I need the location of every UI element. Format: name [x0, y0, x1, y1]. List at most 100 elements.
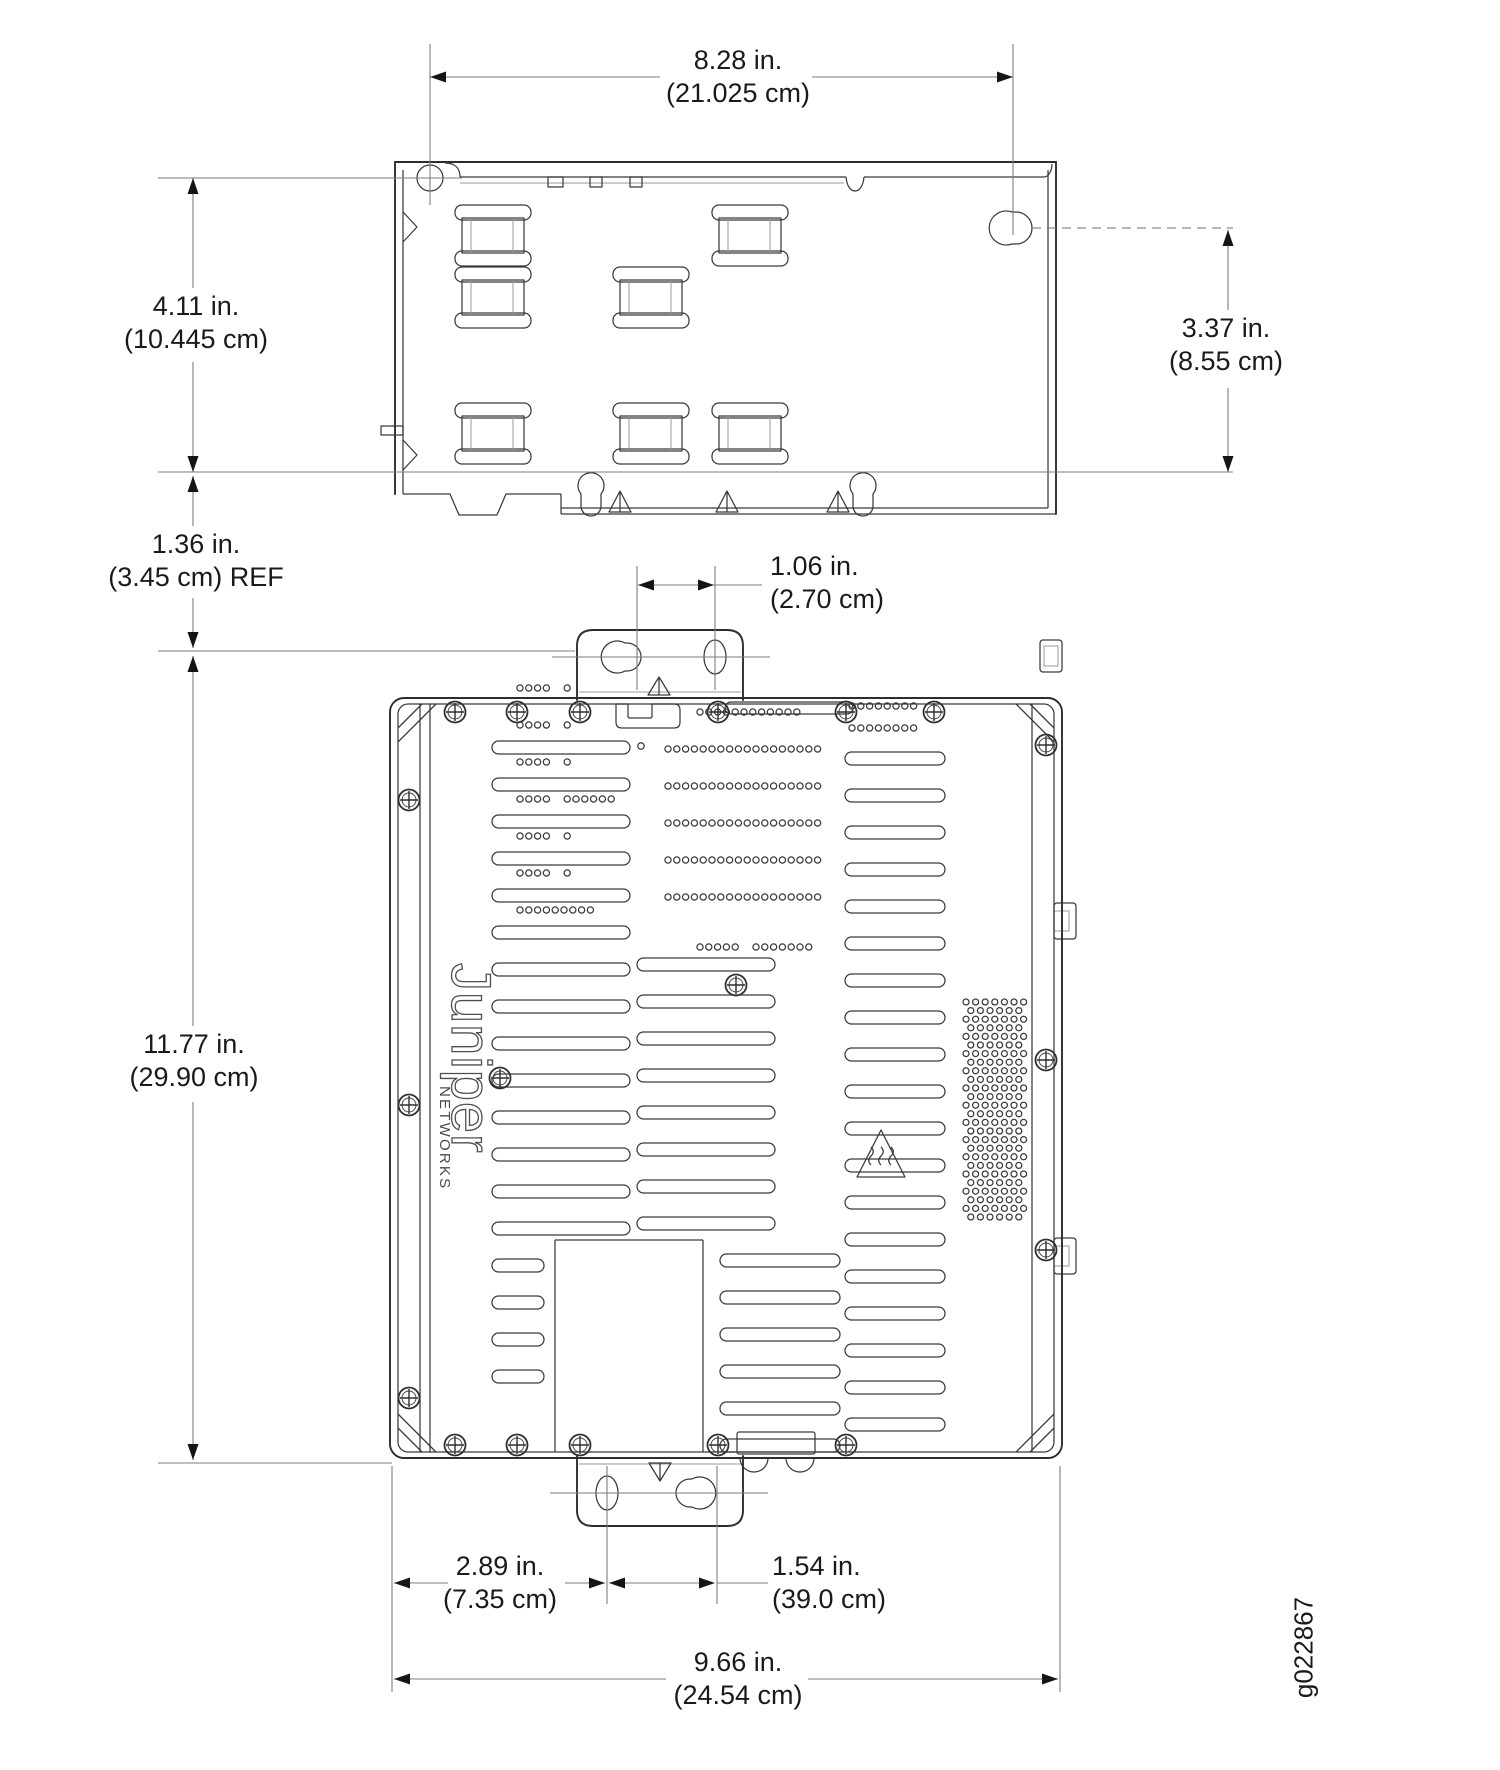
- perforation-dot: [981, 1049, 989, 1058]
- dim-value-in: 3.37 in.: [1181, 313, 1271, 343]
- dim-value-cm: (21.025 cm): [665, 78, 811, 108]
- bottom-mounting-tab: [550, 1455, 768, 1527]
- perforation-dot: [971, 1170, 980, 1178]
- perforation-dot: [1010, 1015, 1018, 1023]
- perforation-dot: [976, 1075, 985, 1084]
- perforation-dot: [967, 1024, 975, 1032]
- perforation-dot: [995, 1024, 1004, 1032]
- perforation-dot: [967, 1178, 975, 1187]
- perforation-dot: [962, 998, 970, 1006]
- screw-icon: [1034, 1238, 1058, 1262]
- dim-tab-hole-spacing-label: 1.06 in. (2.70 cm): [770, 550, 990, 616]
- perforation-dot: [995, 1092, 1004, 1101]
- perforation-dot: [981, 1118, 989, 1127]
- dim-value-in: 2.89 in.: [455, 1551, 545, 1581]
- screw-icon: [922, 700, 946, 724]
- dim-value-in: 11.77 in.: [143, 1029, 245, 1059]
- screw-icon: [397, 788, 421, 812]
- perforation-dot: [962, 1135, 970, 1144]
- juniper-logo: Juniper: [440, 963, 503, 1154]
- perforation-dot: [986, 1006, 994, 1015]
- keyhole-icon: [577, 472, 605, 517]
- perforation-dot: [1015, 1127, 1023, 1135]
- perforation-dot: [1010, 1032, 1018, 1041]
- perforation-dot: [1000, 1118, 1009, 1127]
- keyhole-icon: [675, 1476, 717, 1510]
- perforation-dot: [971, 1015, 980, 1023]
- perforation-dot: [1015, 1161, 1023, 1170]
- perforation-dot: [1005, 1161, 1013, 1170]
- perforation-dot: [1019, 1084, 1028, 1092]
- perforation-dot: [967, 1006, 975, 1015]
- perforation-dot: [1000, 1101, 1009, 1109]
- perforation-dot: [995, 1196, 1004, 1204]
- perforation-dot: [991, 1135, 999, 1144]
- keyhole-icon: [600, 640, 642, 674]
- top-view: [380, 161, 1057, 517]
- perforation-dot: [962, 1067, 970, 1075]
- perforation-dot: [1015, 1213, 1023, 1221]
- dim-top-width-label: 8.28 in. (21.025 cm): [628, 44, 848, 110]
- perforation-dot: [986, 1161, 994, 1170]
- perforation-dot: [976, 1127, 985, 1135]
- perforation-dot: [1010, 998, 1018, 1006]
- perforation-dot: [995, 1213, 1004, 1221]
- perforation-dot: [1000, 1067, 1009, 1075]
- perforation-dot: [1005, 1196, 1013, 1204]
- screw-icon: [397, 1093, 421, 1117]
- perforation-dot: [991, 1084, 999, 1092]
- dim-body-height-label: 11.77 in. (29.90 cm): [84, 1028, 304, 1094]
- perforation-dot: [962, 1187, 970, 1195]
- perforation-dot: [1005, 1127, 1013, 1135]
- perforation-dot: [976, 1144, 985, 1152]
- perforation-dot: [986, 1144, 994, 1152]
- perforation-dot: [1005, 1144, 1013, 1152]
- perforation-dot: [976, 1006, 985, 1015]
- perforation-dot: [1005, 1213, 1013, 1221]
- perforation-dot: [1005, 1075, 1013, 1084]
- perforation-dot: [967, 1092, 975, 1101]
- perforation-dot: [1015, 1144, 1023, 1152]
- perforation-dot: [995, 1127, 1004, 1135]
- perforation-dot: [971, 1032, 980, 1041]
- screw-icon: [1034, 733, 1058, 757]
- dim-gap-ref-label: 1.36 in. (3.45 cm) REF: [86, 528, 306, 594]
- perforation-dot: [967, 1041, 975, 1049]
- screw-icon: [505, 1433, 529, 1457]
- keyhole-icon: [988, 210, 1033, 246]
- perforation-dot: [1019, 998, 1028, 1006]
- perforation-dot: [986, 1196, 994, 1204]
- screw-icon: [505, 700, 529, 724]
- perforation-dot: [991, 1032, 999, 1041]
- perforation-dot: [962, 1170, 970, 1178]
- perforation-dot: [995, 1178, 1004, 1187]
- screw-icon: [443, 1433, 467, 1457]
- perforation-dot: [976, 1161, 985, 1170]
- perforation-dot: [991, 1101, 999, 1109]
- perforation-dot: [1019, 1170, 1028, 1178]
- perforation-dot: [976, 1024, 985, 1032]
- perforation-dot: [1019, 1153, 1028, 1161]
- perforation-dot: [976, 1058, 985, 1066]
- perforation-dot: [991, 1118, 999, 1127]
- perforation-dot: [991, 1170, 999, 1178]
- dim-value-in: 1.06 in.: [770, 551, 859, 581]
- perforation-dot: [971, 1187, 980, 1195]
- perforation-dot: [1000, 1032, 1009, 1041]
- dim-bottom-left-offset-label: 2.89 in. (7.35 cm): [390, 1550, 610, 1616]
- perforation-dot: [971, 1118, 980, 1127]
- dim-value-cm: (24.54 cm): [673, 1680, 803, 1710]
- dim-value-cm: (7.35 cm): [442, 1584, 558, 1614]
- perforation-dot: [967, 1196, 975, 1204]
- perforation-dot: [991, 1153, 999, 1161]
- screw-icon: [443, 700, 467, 724]
- perforation-dot: [1010, 1101, 1018, 1109]
- dim-value-in: 4.11 in.: [152, 291, 240, 321]
- mount-clip-icon: [1039, 639, 1063, 673]
- perforation-dot: [1015, 1178, 1023, 1187]
- screw-icon: [706, 1433, 730, 1457]
- perforation-dot: [1019, 1101, 1028, 1109]
- screw-icon: [568, 1433, 592, 1457]
- perforation-dot: [1010, 1084, 1018, 1092]
